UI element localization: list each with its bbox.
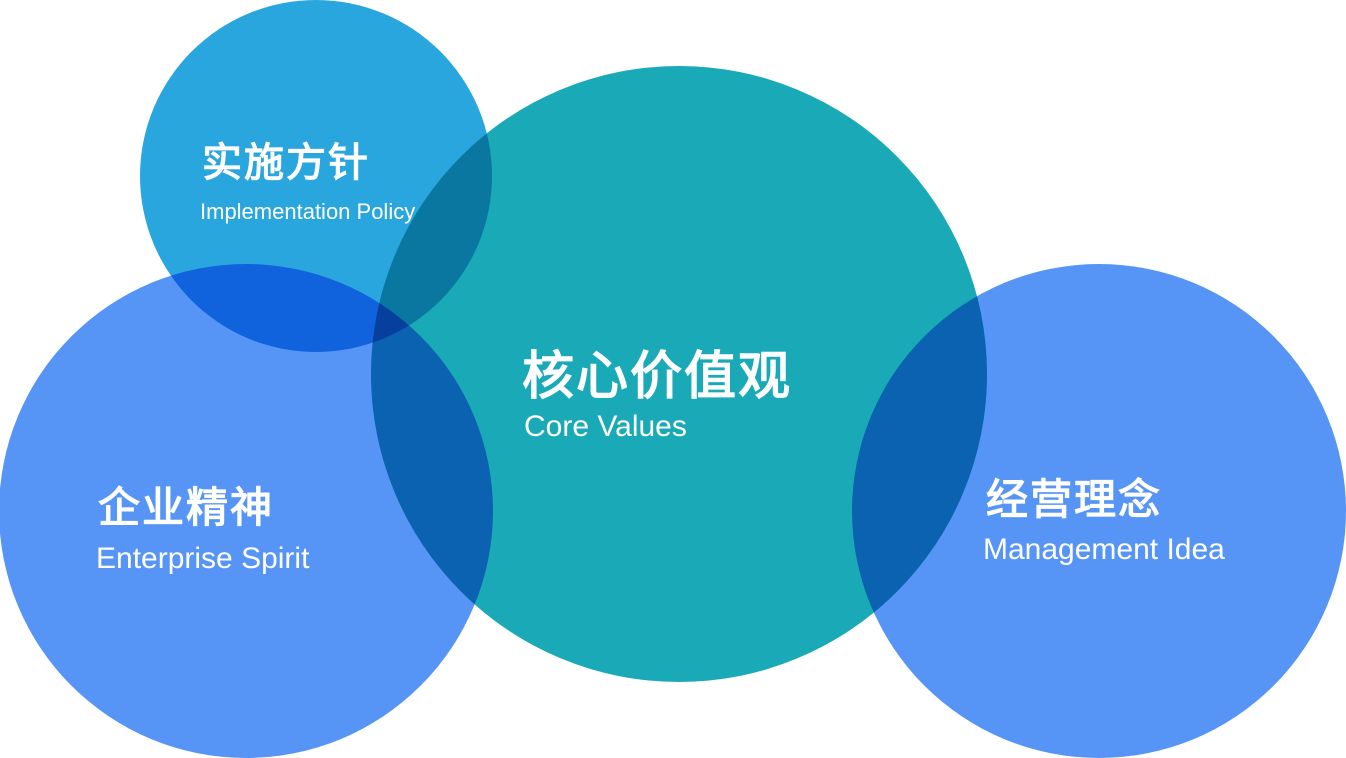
management-title-zh: 经营理念: [986, 475, 1163, 524]
circle-enterprise-spirit: [0, 264, 493, 758]
spirit-title-en: Enterprise Spirit: [96, 542, 310, 575]
spirit-title-zh: 企业精神: [98, 483, 275, 532]
core-title-zh: 核心价值观: [522, 347, 793, 407]
management-title-en: Management Idea: [983, 533, 1225, 566]
policy-title-zh: 实施方针: [202, 140, 370, 186]
core-title-en: Core Values: [524, 410, 687, 443]
policy-title-en: Implementation Policy: [200, 199, 416, 224]
circle-core-values: [371, 66, 987, 682]
